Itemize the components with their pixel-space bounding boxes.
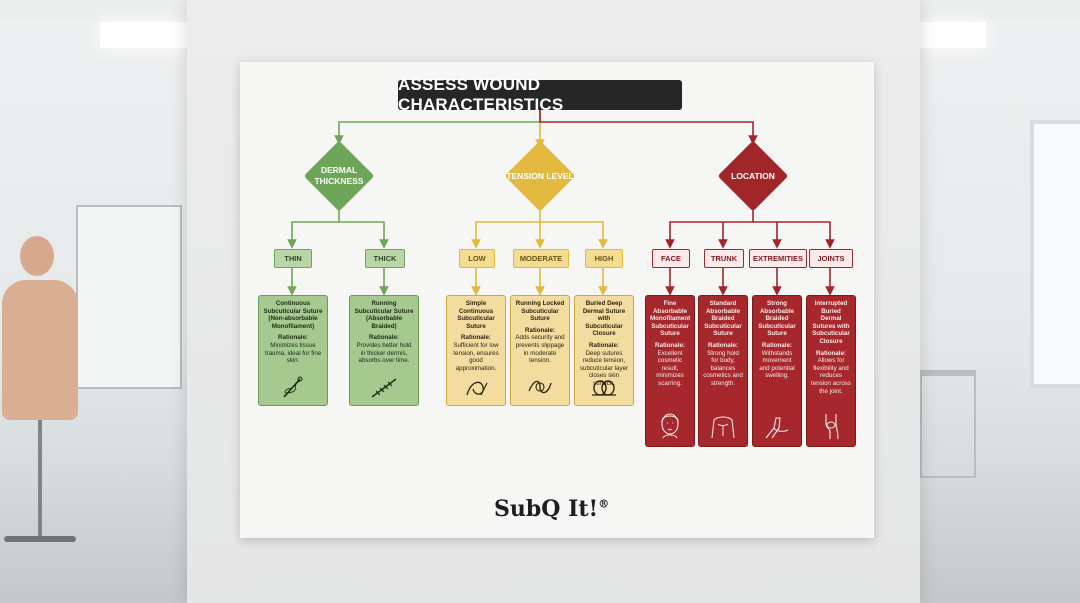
card-thin-rationale: Minimizes tissue trauma, ideal for fine …	[264, 341, 322, 365]
card-trunk: Standard Absorbable Braided Subcuticular…	[698, 295, 748, 447]
card-face: Fine Absorbable Monofilament Subcuticula…	[645, 295, 695, 447]
card-low-rationale-label: Rationale:	[461, 334, 491, 342]
card-joints-rationale: Allows for flexibility and reduces tensi…	[811, 357, 851, 395]
card-extremities: Strong Absorbable Braided Subcuticular S…	[752, 295, 802, 447]
option-thick: THICK	[365, 249, 405, 268]
card-extremities-title: Strong Absorbable Braided Subcuticular S…	[758, 300, 796, 338]
card-face-rationale-label: Rationale:	[655, 341, 685, 349]
card-thin-rationale-label: Rationale:	[278, 334, 308, 342]
card-low: Simple Continuous Subcuticular Suture Ra…	[446, 295, 506, 406]
card-joints: Interrupted Buried Dermal Sutures with S…	[806, 295, 856, 447]
knee-icon	[825, 414, 839, 440]
card-moderate-rationale-label: Rationale:	[525, 326, 555, 334]
option-face: FACE	[652, 249, 690, 268]
background-whiteboard	[76, 205, 182, 389]
torso-icon	[711, 416, 735, 439]
card-joints-title: Interrupted Buried Dermal Sutures with S…	[812, 300, 850, 345]
card-thin-title: Continuous Subcuticular Suture (Non-abso…	[263, 300, 323, 330]
option-low: LOW	[459, 249, 495, 268]
card-high-rationale-label: Rationale:	[589, 341, 619, 349]
knot-icon	[592, 380, 616, 396]
chart-title: ASSESS WOUND CHARACTERISTICS	[398, 75, 682, 114]
needle-thread-icon	[283, 376, 303, 398]
arm-icon	[765, 417, 789, 439]
card-thick-rationale-label: Rationale:	[369, 334, 399, 342]
brand-logo: SubQ It!®	[494, 496, 609, 522]
tension-level-label: TENSION LEVEL	[506, 170, 574, 181]
suture-curve-icon	[466, 381, 488, 396]
option-moderate: MODERATE	[513, 249, 569, 268]
medical-cart	[920, 370, 976, 478]
card-extremities-rationale-label: Rationale:	[762, 341, 792, 349]
card-thick-title: Running Subcuticular Suture (Absorbable …	[354, 300, 414, 330]
option-joints: JOINTS	[809, 249, 853, 268]
mannequin-base	[4, 536, 76, 542]
locked-suture-icon	[528, 380, 552, 394]
face-icon	[661, 413, 679, 439]
ceiling-light-right	[920, 22, 986, 48]
card-joints-rationale-label: Rationale:	[816, 349, 846, 357]
card-face-title: Fine Absorbable Monofilament Subcuticula…	[650, 300, 691, 338]
card-moderate: Running Locked Subcuticular Suture Ratio…	[510, 295, 570, 406]
card-face-rationale: Excellent cosmetic result, minimizes sca…	[656, 349, 684, 387]
background-window	[1030, 120, 1080, 388]
card-low-title: Simple Continuous Subcuticular Suture	[457, 300, 495, 330]
card-extremities-rationale: Withstands movement and potential swelli…	[759, 349, 795, 380]
card-thin: Continuous Subcuticular Suture (Non-abso…	[258, 295, 328, 406]
dermal-thickness-label: DERMAL THICKNESS	[314, 165, 364, 186]
mannequin-head	[20, 236, 54, 276]
card-low-rationale: Sufficient for low tension, ensures good…	[453, 341, 499, 372]
braided-suture-icon	[371, 378, 397, 398]
card-moderate-title: Running Locked Subcuticular Suture	[515, 300, 565, 323]
card-trunk-title: Standard Absorbable Braided Subcuticular…	[704, 300, 742, 338]
card-thick: Running Subcuticular Suture (Absorbable …	[349, 295, 419, 406]
option-extremities: EXTREMITIES	[749, 249, 807, 268]
mannequin-torso	[2, 280, 78, 420]
option-high: HIGH	[585, 249, 623, 268]
registered-mark: ®	[598, 497, 610, 511]
location-label: LOCATION	[731, 170, 775, 181]
option-thin: THIN	[274, 249, 312, 268]
mannequin-stand	[38, 420, 42, 540]
option-trunk: TRUNK	[704, 249, 744, 268]
brand-logo-text: SubQ It!	[494, 496, 599, 522]
card-trunk-rationale: Strong hold for body, balances cosmetics…	[703, 349, 743, 387]
flowchart-poster: ASSESS WOUND CHARACTERISTICS DERMAL THIC…	[240, 62, 874, 538]
card-moderate-rationale: Adds security and prevents slippage in m…	[515, 334, 565, 365]
card-trunk-rationale-label: Rationale:	[708, 341, 738, 349]
card-thick-rationale: Provides better hold in thicker dermis, …	[356, 341, 412, 365]
ceiling-light-left	[100, 22, 188, 48]
card-high-title: Buried Deep Dermal Suture with Subcuticu…	[582, 300, 626, 338]
card-high: Buried Deep Dermal Suture with Subcuticu…	[574, 295, 634, 406]
